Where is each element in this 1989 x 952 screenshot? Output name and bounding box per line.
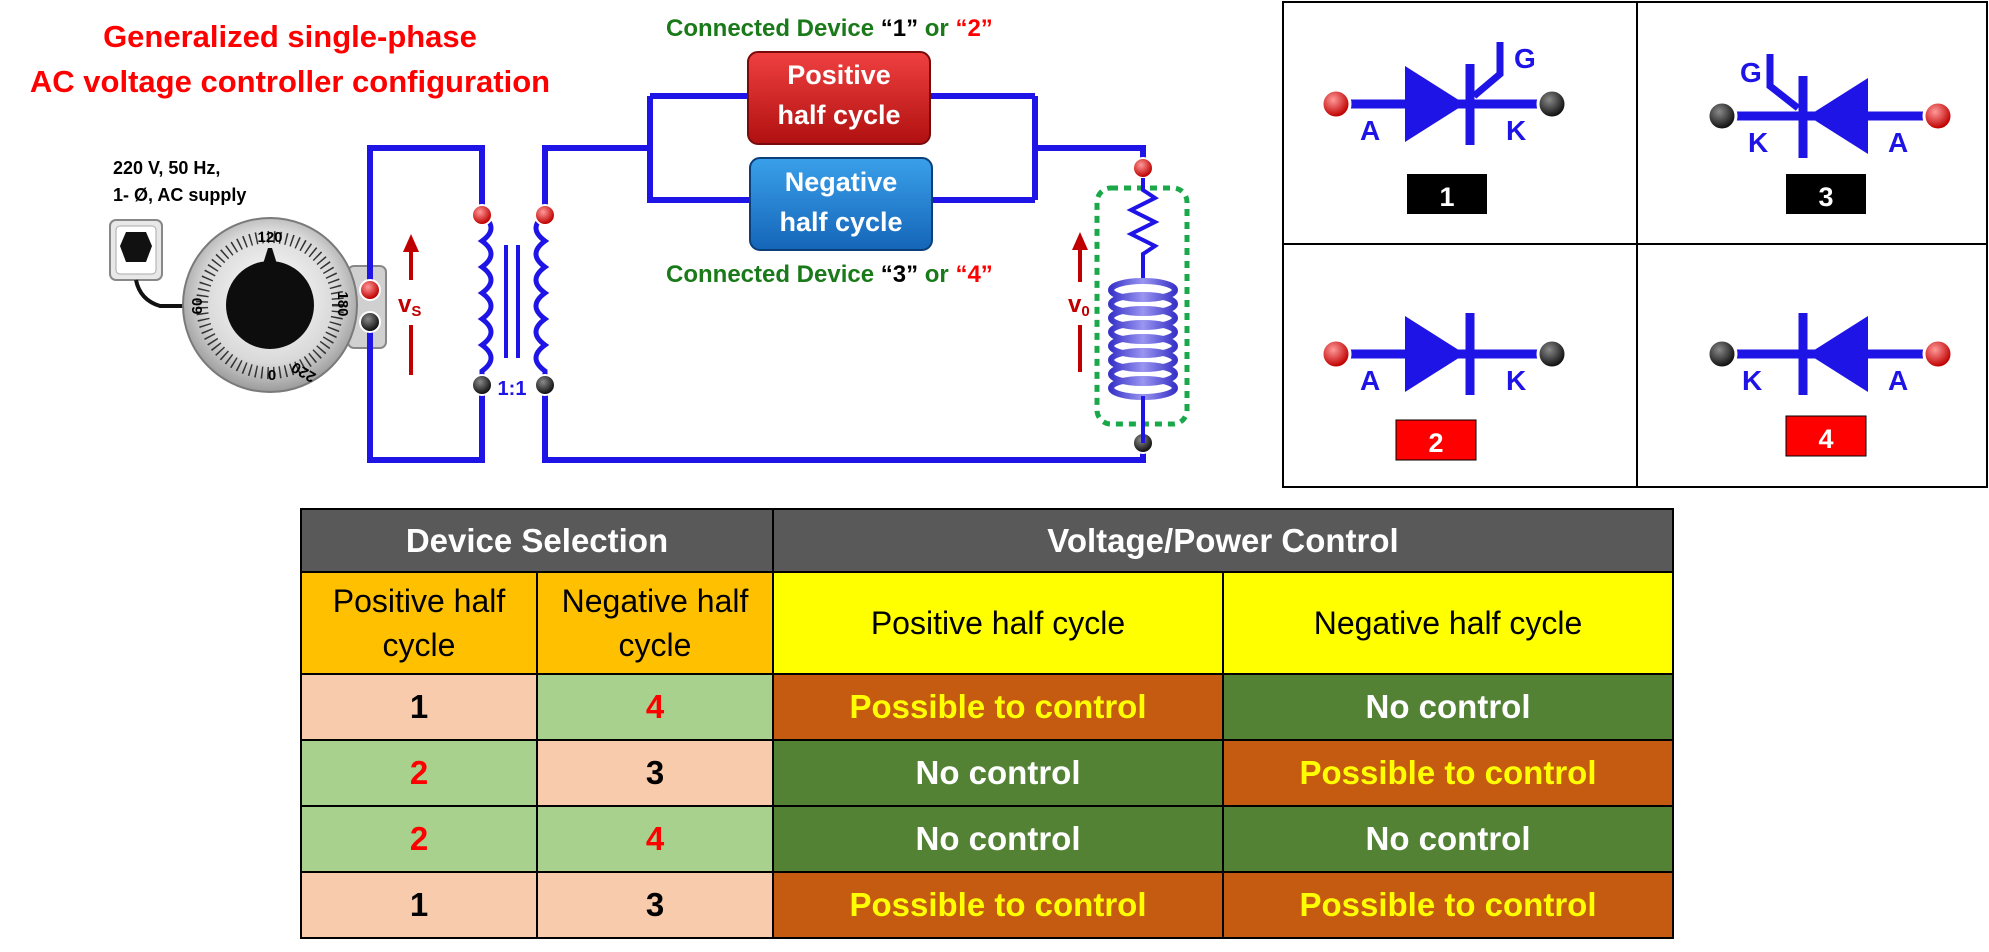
device-1-badge (1407, 174, 1487, 214)
table-row: 1 4 Possible to control No control (300, 673, 1674, 741)
row-2-positive-device: 2 (300, 739, 538, 807)
row-3-positive-control: No control (772, 805, 1224, 873)
device-4-cathode-label: K (1742, 365, 1762, 396)
header-device-selection: Device Selection (300, 508, 774, 573)
dial-label-bottom: 0 (268, 367, 276, 384)
device-1-number: 1 (1439, 182, 1454, 212)
table-row: 1 3 Possible to control Possible to cont… (300, 871, 1674, 939)
table-row: 2 3 No control Possible to control (300, 739, 1674, 807)
row-1-positive-control: Possible to control (772, 673, 1224, 741)
load-icon (1094, 178, 1190, 443)
variac-dial-icon: 120 60 180 0 220 (182, 217, 387, 393)
row-1-negative-device: 4 (536, 673, 774, 741)
row-3-negative-control: No control (1222, 805, 1674, 873)
v0-label: v0 (1068, 291, 1090, 320)
supply-label-2: 1- Ø, AC supply (113, 185, 246, 205)
connected-device-bottom: Connected Device “3” or “4” (666, 261, 993, 288)
row-4-positive-control: Possible to control (772, 871, 1224, 939)
device-3-badge (1786, 174, 1866, 214)
device-3-scr-icon (1706, 54, 1954, 158)
transformer-icon (477, 212, 550, 385)
positive-half-cycle-box: Positive half cycle (747, 51, 931, 145)
device-selection-table: Device Selection Voltage/Power Control P… (300, 508, 1674, 939)
dial-label-top: 120 (257, 229, 282, 246)
device-3-number: 3 (1818, 182, 1833, 212)
row-1-negative-control: No control (1222, 673, 1674, 741)
row-4-negative-device: 3 (536, 871, 774, 939)
negative-half-cycle-box: Negative half cycle (749, 157, 933, 251)
row-3-negative-device: 4 (536, 805, 774, 873)
row-2-negative-control: Possible to control (1222, 739, 1674, 807)
device-4-anode-label: A (1888, 365, 1908, 396)
svg-text:Negative: Negative (785, 167, 898, 197)
row-2-negative-device: 3 (536, 739, 774, 807)
row-2-positive-control: No control (772, 739, 1224, 807)
vs-label: vS (398, 291, 421, 320)
row-1-positive-device: 1 (300, 673, 538, 741)
vs-arrow-icon (403, 234, 419, 375)
device-1-cathode-label: K (1506, 115, 1526, 146)
wall-socket-icon (109, 219, 200, 308)
device-2-anode-label: A (1360, 365, 1380, 396)
device-4-diode-icon (1706, 313, 1954, 395)
device-2-number: 2 (1428, 428, 1443, 458)
dial-label-left: 60 (189, 298, 206, 315)
table-row: 2 4 No control No control (300, 805, 1674, 873)
svg-text:half cycle: half cycle (777, 100, 900, 130)
title-line-1: Generalized single-phase (103, 19, 477, 54)
device-2-diode-icon (1320, 313, 1568, 395)
svg-text:Positive: Positive (787, 60, 891, 90)
row-4-positive-device: 1 (300, 871, 538, 939)
subheader-positive-control: Positive half cycle (772, 571, 1224, 675)
device-1-anode-label: A (1360, 115, 1380, 146)
device-panel (1282, 1, 1988, 488)
subheader-negative-control: Negative half cycle (1222, 571, 1674, 675)
v0-arrow-icon (1072, 232, 1088, 372)
device-2-cathode-label: K (1506, 365, 1526, 396)
device-1-scr-icon (1320, 42, 1568, 145)
device-1-gate-label: G (1514, 43, 1536, 74)
device-4-number: 4 (1818, 424, 1833, 454)
row-3-positive-device: 2 (300, 805, 538, 873)
dial-label-right: 180 (334, 291, 351, 316)
device-3-cathode-label: K (1748, 127, 1768, 158)
device-3-anode-label: A (1888, 127, 1908, 158)
title-line-2: AC voltage controller configuration (30, 64, 550, 99)
device-2-badge (1395, 419, 1477, 461)
device-3-gate-label: G (1740, 57, 1762, 88)
row-4-negative-control: Possible to control (1222, 871, 1674, 939)
transformer-ratio: 1:1 (498, 378, 527, 400)
header-voltage-power-control: Voltage/Power Control (772, 508, 1674, 573)
device-4-badge (1785, 415, 1867, 457)
supply-label-1: 220 V, 50 Hz, (113, 158, 220, 178)
connected-device-top: Connected Device “1” or “2” (666, 15, 993, 42)
svg-text:half cycle: half cycle (779, 207, 902, 237)
